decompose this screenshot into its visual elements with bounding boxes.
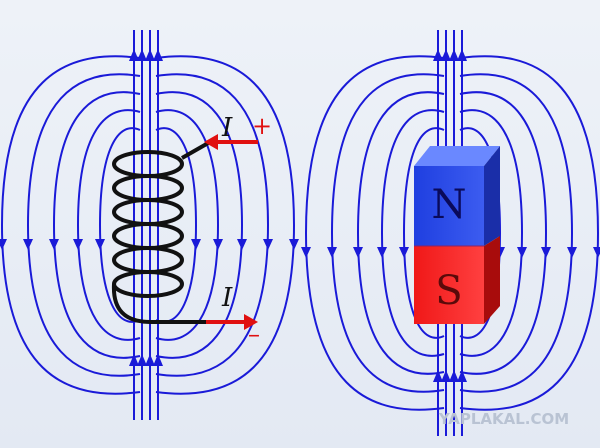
solenoid-field-line-2 — [76, 109, 141, 341]
magnet-field-arrow-21 — [567, 247, 577, 258]
magnet-south-label: S — [435, 268, 462, 314]
current-out-label: I — [221, 283, 233, 313]
solenoid-field-arrow-24 — [129, 49, 139, 61]
solenoid-field-line-0 — [98, 127, 141, 323]
magnet-field-arrow-22 — [301, 247, 311, 258]
magnet-south-side — [484, 236, 500, 324]
magnet-field-line-9 — [459, 55, 600, 411]
current-in-label: I — [221, 113, 233, 143]
solenoid-field-arrow-31 — [153, 354, 163, 366]
magnet-field-arrow-28 — [449, 49, 459, 61]
solenoid-field-line-8 — [0, 55, 141, 395]
solenoid-field-arrow-17 — [213, 239, 223, 250]
solenoid-field-arrow-23 — [289, 239, 299, 250]
magnet-field-line-7 — [459, 73, 574, 393]
current-in-sign: + — [252, 112, 272, 140]
solenoid-field-arrow-15 — [191, 239, 201, 250]
solenoid-field-line-6 — [26, 73, 141, 377]
solenoid-field-line-3 — [155, 109, 220, 341]
magnet-field-line-5 — [459, 91, 548, 375]
magnet-top-face — [414, 146, 500, 166]
magnet-field-arrow-14 — [399, 247, 409, 258]
watermark: YAPLAKAL.COM — [438, 410, 569, 428]
solenoid-field-line-7 — [155, 73, 270, 377]
solenoid-field-arrow-29 — [145, 354, 155, 366]
solenoid-field-arrow-14 — [95, 239, 105, 250]
magnet-field-line-4 — [356, 91, 445, 375]
magnet-field-arrow-20 — [327, 247, 337, 258]
magnet-north-face — [414, 166, 484, 246]
solenoid-field-arrow-26 — [137, 49, 147, 61]
magnet-field-arrow-18 — [353, 247, 363, 258]
solenoid-field-arrow-19 — [237, 239, 247, 250]
magnet-field-arrow-24 — [433, 49, 443, 61]
solenoid-field-arrow-16 — [73, 239, 83, 250]
current-out-arrow — [206, 314, 258, 330]
magnet-north-side — [484, 146, 500, 246]
bar-magnet — [414, 146, 500, 324]
magnet-field-arrow-25 — [433, 370, 443, 382]
solenoid-field-arrow-18 — [49, 239, 59, 250]
solenoid-field-arrow-22 — [0, 239, 7, 250]
magnet-field-arrow-19 — [541, 247, 551, 258]
magnet-south-face — [414, 246, 484, 324]
magnet-field-line-2 — [380, 109, 445, 357]
solenoid-field-arrow-25 — [129, 354, 139, 366]
solenoid-field-line-1 — [155, 127, 198, 323]
solenoid-field-arrow-28 — [145, 49, 155, 61]
magnet-field-line-3 — [459, 109, 524, 357]
magnet-field-line-0 — [402, 127, 445, 339]
magnet-north-label: N — [432, 182, 467, 228]
magnet-field-arrow-27 — [441, 370, 451, 382]
magnet-field-line-8 — [304, 55, 445, 411]
solenoid-field-arrow-20 — [23, 239, 33, 250]
magnet-field-arrow-31 — [457, 370, 467, 382]
magnet-field-arrow-26 — [441, 49, 451, 61]
solenoid-field-line-5 — [155, 91, 244, 359]
magnet-field-arrow-29 — [449, 370, 459, 382]
solenoid-field-arrow-30 — [153, 49, 163, 61]
current-in-arrow — [204, 134, 258, 150]
magnet-field-arrow-16 — [377, 247, 387, 258]
solenoid-field-arrow-27 — [137, 354, 147, 366]
magnet-field-arrow-23 — [593, 247, 600, 258]
magnet-field-line-6 — [330, 73, 445, 393]
solenoid-field-line-9 — [155, 55, 296, 395]
magnet-field-arrow-30 — [457, 49, 467, 61]
solenoid-coil — [111, 140, 211, 324]
magnet-field-arrow-17 — [517, 247, 527, 258]
solenoid-field-arrow-21 — [263, 239, 273, 250]
solenoid-field-line-4 — [52, 91, 141, 359]
current-out-sign: – — [248, 320, 260, 348]
